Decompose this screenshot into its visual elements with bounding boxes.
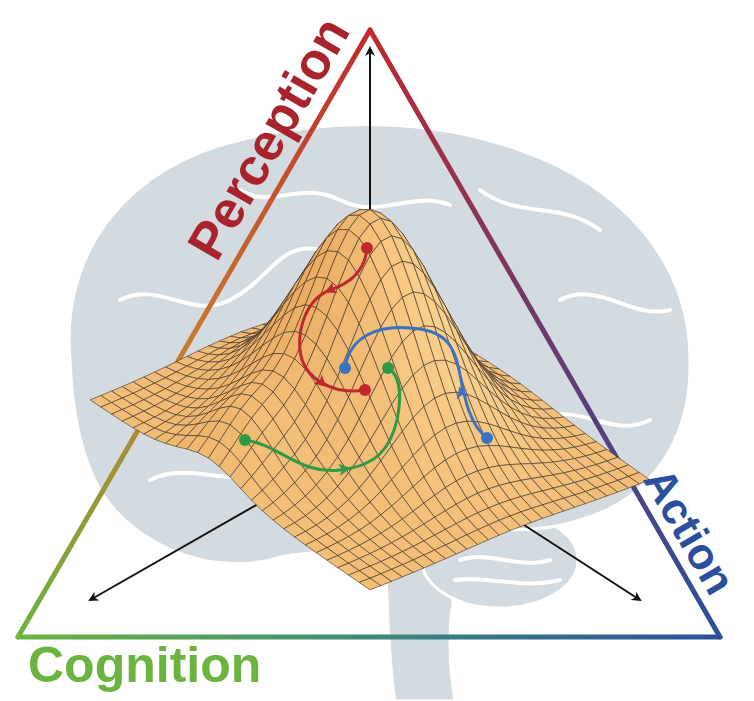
red-dot (359, 384, 371, 396)
green-dot (382, 362, 394, 374)
green-arrowhead (330, 469, 345, 471)
cognition-label: Cognition (28, 640, 261, 690)
axis-arrow (90, 480, 300, 600)
brain-folds (100, 190, 670, 584)
red-trajectory (300, 248, 367, 391)
blue-dot (481, 432, 493, 444)
blue-arrowhead (461, 392, 465, 408)
triangle (18, 30, 720, 637)
trajectories (239, 242, 493, 471)
green-trajectory (245, 368, 400, 471)
cerebrum (69, 125, 690, 564)
red-arrowhead (310, 372, 322, 383)
red-dot (361, 242, 373, 254)
green-dot (239, 434, 251, 446)
brain-silhouette (69, 125, 690, 701)
axis-arrows (90, 48, 640, 600)
triangle-edge (18, 30, 370, 637)
mesh-cell (359, 578, 381, 590)
blue-trajectory (345, 327, 487, 438)
blue-dot (339, 362, 351, 374)
brainstem (380, 520, 470, 701)
surface-mesh (90, 210, 650, 590)
axis-arrow (470, 490, 640, 600)
triangle-edge (18, 635, 720, 640)
red-arrowhead (330, 283, 345, 290)
triangle-edge (370, 30, 720, 637)
